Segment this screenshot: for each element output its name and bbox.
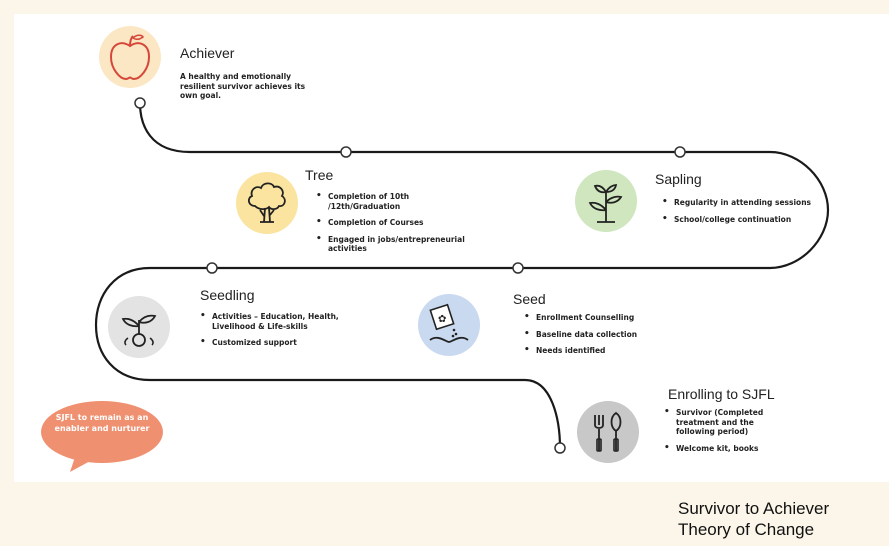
sapling-title: Sapling xyxy=(655,171,702,187)
bubble-text: SJFL to remain as an enabler and nurture… xyxy=(54,413,150,433)
seed-bullet-3: Needs identified xyxy=(524,346,674,356)
path-node-seedling xyxy=(206,262,218,274)
seed-title: Seed xyxy=(513,291,546,307)
seed-bullet-1: Enrollment Counselling xyxy=(524,313,674,323)
achiever-description: A healthy and emotionally resilient surv… xyxy=(180,72,306,100)
sapling-bullets: Regularity in attending sessions School/… xyxy=(662,198,812,231)
seedling-bullets: Activities – Education, Health, Liveliho… xyxy=(200,312,350,355)
enabler-speech-bubble: SJFL to remain as an enabler and nurture… xyxy=(40,400,164,472)
seed-bullets: Enrollment Counselling Baseline data col… xyxy=(524,313,674,363)
seedling-bullet-2: Customized support xyxy=(200,338,350,348)
garden-tools-icon xyxy=(577,401,639,463)
path-node-sapling xyxy=(674,146,686,158)
tree-bullet-3: Engaged in jobs/entrepreneurial activiti… xyxy=(316,235,466,254)
path-node-enrolling xyxy=(554,442,566,454)
achiever-title: Achiever xyxy=(180,45,235,61)
sapling-bullet-2: School/college continuation xyxy=(662,215,812,225)
tree-icon xyxy=(236,172,298,234)
caption-line-2: Theory of Change xyxy=(678,520,815,539)
caption-line-1: Survivor to Achiever xyxy=(678,499,830,518)
tree-bullet-2: Completion of Courses xyxy=(316,218,466,228)
seedling-icon xyxy=(108,296,170,358)
tree-bullet-1: Completion of 10th /12th/Graduation xyxy=(316,192,466,211)
diagram-caption: Survivor to Achiever Theory of Change xyxy=(678,498,829,540)
enrolling-bullet-2: Welcome kit, books xyxy=(664,444,792,454)
tree-bullets: Completion of 10th /12th/Graduation Comp… xyxy=(316,192,466,261)
seed-packet-icon: ✿ xyxy=(418,294,480,356)
sapling-bullet-1: Regularity in attending sessions xyxy=(662,198,812,208)
enrolling-bullet-1: Survivor (Completed treatment and the fo… xyxy=(664,408,792,437)
seedling-title: Seedling xyxy=(200,287,255,303)
path-node-achiever xyxy=(134,97,146,109)
seedling-bullet-1: Activities – Education, Health, Liveliho… xyxy=(200,312,350,331)
seed-bullet-2: Baseline data collection xyxy=(524,330,674,340)
journey-line xyxy=(94,102,830,449)
sapling-icon xyxy=(575,170,637,232)
enrolling-title: Enrolling to SJFL xyxy=(668,386,775,402)
enrolling-bullets: Survivor (Completed treatment and the fo… xyxy=(664,408,792,460)
svg-text:✿: ✿ xyxy=(438,314,446,325)
tree-title: Tree xyxy=(305,167,334,183)
path-node-tree xyxy=(340,146,352,158)
path-node-seed xyxy=(512,262,524,274)
apple-icon xyxy=(99,26,161,88)
